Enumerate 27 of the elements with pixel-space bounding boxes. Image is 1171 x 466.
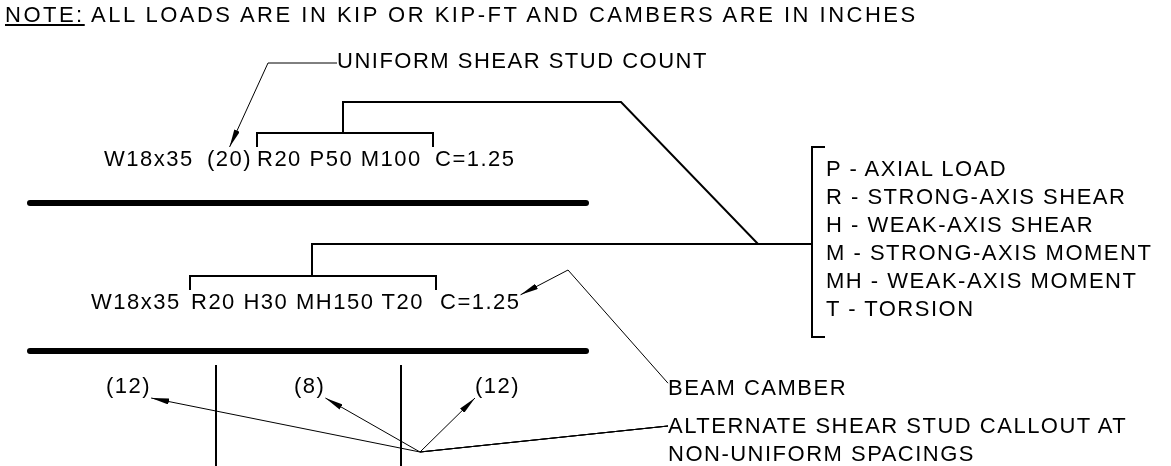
note-heading: NOTE: bbox=[5, 3, 85, 27]
camber-value: C=1.25 bbox=[440, 290, 521, 314]
leader-line bbox=[419, 397, 669, 453]
leader-line bbox=[229, 62, 338, 148]
definition-text: P - AXIAL LOAD bbox=[826, 157, 1008, 181]
load-values: R20 P50 M100 bbox=[257, 147, 422, 171]
bracket bbox=[189, 275, 437, 290]
definition-text: M - STRONG-AXIS MOMENT bbox=[826, 241, 1153, 265]
stud-count: (20) bbox=[207, 147, 253, 171]
callout-text: UNIFORM SHEAR STUD COUNT bbox=[337, 49, 708, 73]
note-text: ALL LOADS ARE IN KIP OR KIP-FT AND CAMBERS ARE IN INCHES bbox=[91, 3, 918, 27]
bracket bbox=[256, 132, 434, 147]
stud-count: (12) bbox=[475, 374, 521, 398]
stud-count: (12) bbox=[106, 374, 152, 398]
load-values: R20 H30 MH150 T20 bbox=[191, 290, 424, 314]
definition-text: T - TORSION bbox=[826, 297, 975, 321]
leader-line bbox=[520, 269, 669, 384]
bracket bbox=[811, 146, 825, 338]
beam-designation: W18x35 bbox=[91, 290, 181, 314]
definition-text: H - WEAK-AXIS SHEAR bbox=[826, 213, 1095, 237]
beam-designation: W18x35 bbox=[104, 147, 194, 171]
callout-text: BEAM CAMBER bbox=[668, 376, 848, 400]
stud-count: (8) bbox=[294, 374, 326, 398]
camber-value: C=1.25 bbox=[435, 147, 516, 171]
definition-text: R - STRONG-AXIS SHEAR bbox=[826, 185, 1127, 209]
definition-text: MH - WEAK-AXIS MOMENT bbox=[826, 269, 1138, 293]
callout-text: ALTERNATE SHEAR STUD CALLOUT AT NON-UNIFORM SPACINGS bbox=[668, 412, 1128, 466]
